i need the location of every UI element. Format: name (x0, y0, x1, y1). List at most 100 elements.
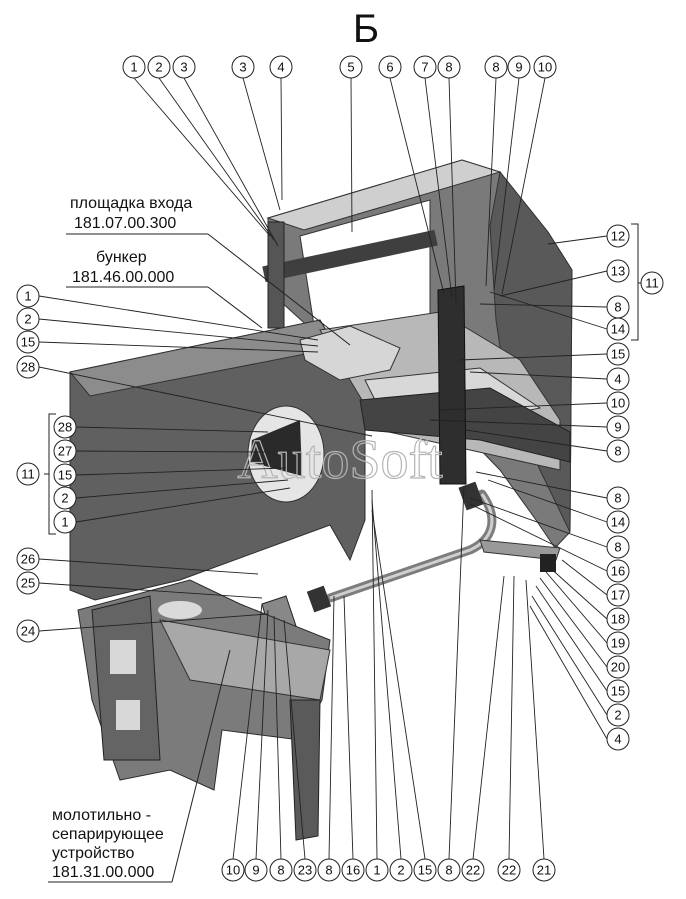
callout-left-group-item-2-leader (75, 450, 271, 453)
callout-right-5-number: 15 (611, 347, 625, 362)
callout-top-6-leader (350, 77, 353, 233)
callout-bottom-4-number: 23 (298, 863, 312, 878)
callout-top-11-number: 9 (515, 60, 522, 75)
callout-right-12-number: 8 (614, 540, 621, 555)
callout-left-4-leader (38, 366, 373, 437)
callout-top-2-circle (147, 55, 171, 79)
callout-left-6-leader (38, 582, 263, 599)
callout-top-2-number: 2 (155, 60, 162, 75)
callout-left-group-item-3-number: 15 (58, 468, 72, 483)
callout-top-10-circle (484, 55, 508, 79)
thresher-cutout-1 (110, 640, 136, 674)
callout-right-5-leader (459, 353, 608, 361)
callout-right-6: 4 (469, 367, 630, 391)
callout-right-9-number: 8 (614, 444, 621, 459)
callout-left-7: 24 (16, 613, 269, 643)
callout-right-14: 17 (561, 559, 630, 607)
callout-top-2-leader (158, 77, 275, 241)
callout-left-7-leader (38, 613, 269, 632)
callout-right-2: 13 (499, 259, 630, 297)
rear-plate (267, 221, 285, 329)
thresher-line1: молотильно - (52, 807, 151, 824)
callout-right-group-number: 11 (645, 276, 659, 291)
callout-right-9-leader (465, 429, 608, 452)
right-group-bracket (631, 223, 642, 341)
platform-part (299, 325, 401, 381)
callout-right-8-number: 9 (614, 420, 621, 435)
callout-top-4-circle (231, 55, 255, 79)
callout-left-group-item-5-leader (75, 487, 291, 523)
callout-top-3: 3 (172, 55, 279, 247)
callout-top-11: 9 (493, 55, 531, 291)
callout-right-17-number: 20 (611, 660, 625, 675)
callout-left-group-item-4-circle (53, 486, 77, 510)
callout-right-18-leader (535, 585, 608, 692)
callout-top-3-number: 3 (180, 60, 187, 75)
callout-left-group-item-5: 1 (53, 487, 291, 534)
callout-right-13-leader (469, 503, 608, 572)
callout-left-group-item-2: 27 (53, 439, 271, 463)
callout-bottom-13-number: 21 (537, 863, 551, 878)
callout-bottom-10-leader (448, 485, 465, 860)
callout-left-6-circle (16, 571, 40, 595)
callout-right-13-number: 16 (611, 564, 625, 579)
callout-bottom-3: 8 (269, 615, 293, 882)
callout-left-group-item-2-circle (53, 439, 77, 463)
callout-right-11: 14 (487, 479, 630, 534)
callout-bottom-8-leader (371, 499, 402, 860)
callout-bottom-2-leader (255, 609, 269, 860)
thresher-code: 181.31.00.000 (52, 864, 154, 881)
callout-top-4: 3 (231, 55, 281, 211)
rear-bracket (262, 229, 438, 283)
callout-top-8-circle (413, 55, 437, 79)
callout-bottom-2: 9 (244, 609, 269, 882)
callout-bottom-3-circle (269, 858, 293, 882)
callout-right-15-leader (547, 565, 608, 620)
callout-left-7-number: 24 (21, 624, 35, 639)
callout-top-5-leader (280, 77, 283, 201)
callout-top-7-number: 6 (386, 60, 393, 75)
callout-bottom-10: 8 (437, 485, 465, 882)
callout-right-4-leader (489, 291, 608, 330)
hopper-leader (207, 286, 263, 329)
callout-right-15-number: 18 (611, 612, 625, 627)
callout-right-15: 18 (547, 565, 630, 631)
callout-left-4-number: 28 (21, 360, 35, 375)
callout-top-5-number: 4 (277, 60, 284, 75)
callout-right-4-number: 14 (611, 322, 625, 337)
callout-bottom-8: 2 (371, 499, 413, 882)
callout-left-group-item-5-circle (53, 510, 77, 534)
callout-top-8: 7 (413, 55, 453, 299)
callout-top-1-circle (122, 55, 146, 79)
callout-bottom-5: 8 (317, 595, 341, 882)
callout-right-9-circle (606, 439, 630, 463)
callout-bottom-1-number: 10 (226, 863, 240, 878)
callout-top-7: 6 (378, 55, 445, 295)
callout-right-3-leader (479, 303, 608, 308)
callout-right-4: 14 (489, 291, 630, 341)
callout-top-11-leader (493, 77, 520, 291)
callout-bottom-13-leader (525, 579, 545, 860)
callout-bottom-3-leader (273, 615, 282, 860)
hopper-body (69, 159, 573, 633)
callout-top-6-number: 5 (347, 60, 354, 75)
callout-bottom-12-leader (508, 575, 515, 860)
callout-right-10-circle (606, 486, 630, 510)
callout-bottom-11-leader (472, 575, 505, 860)
callout-right-19-number: 2 (614, 708, 621, 723)
callout-top-9: 8 (437, 55, 461, 303)
callout-bottom-8-number: 2 (397, 863, 404, 878)
callout-left-6: 25 (16, 571, 263, 599)
callout-left-5: 26 (16, 547, 259, 575)
thresher-line3: устройство (52, 845, 135, 862)
callout-left-3-leader (38, 341, 319, 353)
callout-top-12-leader (501, 77, 546, 295)
callout-bottom-5-number: 8 (325, 863, 332, 878)
platform-leader (207, 233, 351, 346)
callout-top-8-leader (424, 77, 453, 299)
callout-right-18-circle (606, 679, 630, 703)
callout-right-6-circle (606, 367, 630, 391)
callout-top-10-leader (485, 77, 497, 287)
callout-top-4-leader (242, 77, 281, 211)
